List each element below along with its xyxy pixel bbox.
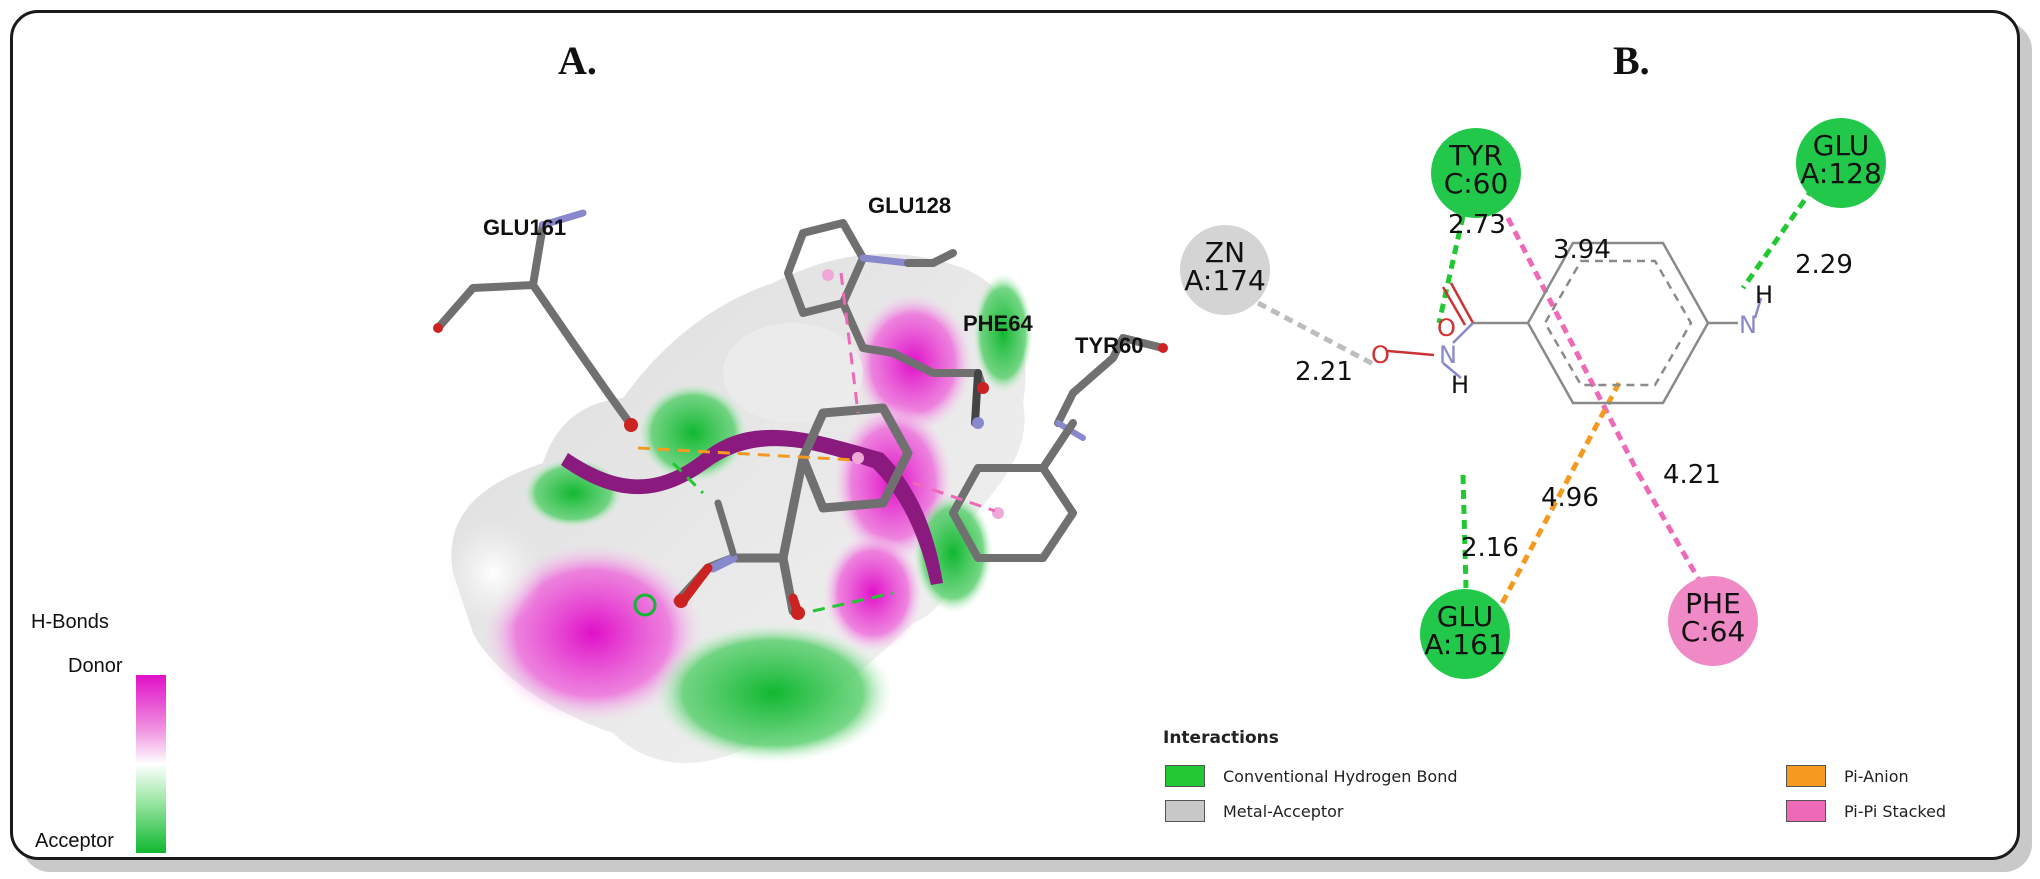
legend-item-pi-anion: Pi-Anion: [1786, 765, 1909, 787]
panel-a-3d-view: GLU161 GLU128 PHE64 TYR60: [433, 193, 1168, 764]
panel-a-interactions: [637, 272, 996, 613]
hbond-scale-acceptor-label: Acceptor: [35, 830, 114, 852]
residue-label-phe64: PHE64: [963, 311, 1033, 336]
hbond-scale-donor-label: Donor: [68, 655, 123, 677]
residue-glu161-id: A:161: [1424, 628, 1506, 661]
atom-h-amine: H: [1755, 281, 1773, 309]
residue-tyr60: TYR C:60: [1431, 128, 1521, 218]
pianion-glu161-line: [1495, 381, 1622, 613]
panel-b-label: B.: [1613, 38, 1650, 83]
residue-glu161: GLU A:161: [1420, 589, 1510, 679]
panel-a-label: A.: [558, 38, 597, 83]
atom-n-amine: N: [1739, 311, 1757, 339]
metal-zn-line: [1256, 300, 1377, 368]
hbond-glu161-line: [1460, 474, 1469, 589]
hbond-tyr60-line: [1436, 215, 1466, 324]
atom-h-amide: H: [1451, 371, 1469, 399]
distance-4-21: 4.21: [1663, 460, 1721, 490]
residue-label-tyr60: TYR60: [1075, 333, 1143, 358]
figure-frame: A. B.: [10, 10, 2020, 860]
atom-spheres: [433, 269, 1168, 620]
residue-glu128: GLU A:128: [1796, 118, 1886, 208]
legend-swatch-pi-pi-stacked: [1786, 800, 1826, 822]
legend-title: Interactions: [1163, 728, 1279, 748]
legend-label-hbond: Conventional Hydrogen Bond: [1223, 766, 1458, 786]
distance-2-21: 2.21: [1295, 357, 1353, 387]
legend-item-hbond: Conventional Hydrogen Bond: [1165, 765, 1458, 787]
residue-tyr60-id: C:60: [1444, 167, 1509, 200]
residue-glu128-name: GLU: [1813, 129, 1869, 162]
legend-swatch-metal-acceptor: [1165, 800, 1205, 822]
residue-label-glu161: GLU161: [483, 215, 566, 240]
distance-4-96: 4.96: [1541, 483, 1599, 513]
stick-models: [434, 209, 1167, 618]
residue-zn174-id: A:174: [1184, 264, 1266, 297]
atom-n-amide: N: [1439, 341, 1457, 369]
residue-glu128-id: A:128: [1800, 157, 1882, 190]
atom-o-hydroxyl: O: [1371, 341, 1390, 369]
legend-swatch-hbond: [1165, 765, 1205, 787]
residue-phe64-name: PHE: [1685, 587, 1741, 620]
ligand-2d-structure: [1387, 241, 1763, 405]
legend-label-metal-acceptor: Metal-Acceptor: [1223, 801, 1344, 821]
atom-o-carbonyl: O: [1437, 314, 1456, 342]
residue-label-glu128: GLU128: [868, 193, 951, 218]
legend-label-pi-pi-stacked: Pi-Pi Stacked: [1844, 801, 1947, 821]
hbond-scale-title: H-Bonds: [31, 611, 109, 633]
pipi-tyr60-line: [1505, 216, 1641, 475]
legend-swatch-pi-anion: [1786, 765, 1826, 787]
residue-phe64: PHE C:64: [1668, 576, 1758, 666]
legend-item-metal-acceptor: Metal-Acceptor: [1165, 800, 1344, 822]
residue-phe64-id: C:64: [1681, 615, 1746, 648]
panel-b-2d-diagram: O O N H N H TYR C:60 GLU A:128 ZN A:174 …: [1180, 118, 1886, 679]
legend-label-pi-anion: Pi-Anion: [1844, 766, 1909, 786]
residue-glu161-name: GLU: [1437, 600, 1493, 633]
distance-3-94: 3.94: [1553, 235, 1611, 265]
distance-2-16: 2.16: [1461, 533, 1519, 563]
binding-surface: [443, 253, 1033, 764]
distance-2-29: 2.29: [1795, 250, 1853, 280]
hbond-glu128-line: [1740, 186, 1816, 290]
legend-item-pi-pi-stacked: Pi-Pi Stacked: [1786, 800, 1946, 822]
distance-2-73: 2.73: [1448, 210, 1506, 240]
residue-zn174-name: ZN: [1205, 236, 1245, 269]
residue-zn174: ZN A:174: [1180, 225, 1270, 315]
hbond-color-scale: [136, 675, 166, 853]
panel-b-interactions: [1256, 186, 1816, 633]
residue-tyr60-name: TYR: [1448, 139, 1503, 172]
